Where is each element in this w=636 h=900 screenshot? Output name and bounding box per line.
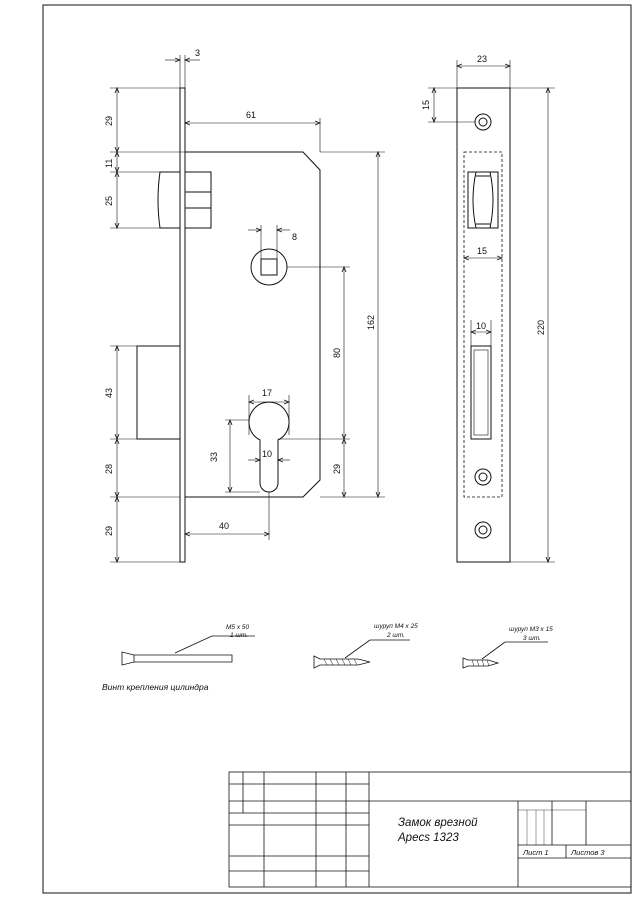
dim-29-bottom: 29 xyxy=(104,526,114,536)
dim-10-cylinder: 10 xyxy=(262,449,272,459)
screw-m5-drawing xyxy=(121,651,233,666)
latch-bolt xyxy=(157,171,180,229)
faceplate-front xyxy=(456,87,511,563)
screw-m5-qty: 1 шт. xyxy=(230,632,248,639)
latch-housing xyxy=(184,171,212,229)
lock-body-outline xyxy=(185,151,321,498)
spindle-hub xyxy=(250,248,288,286)
screw-m3-name: шуруп М3 x 15 xyxy=(509,626,553,633)
dim-backset-40: 40 xyxy=(219,521,229,531)
dim-front-23: 23 xyxy=(477,54,487,64)
dim-43: 43 xyxy=(104,388,114,398)
screw-m4-qty: 2 шт. xyxy=(386,632,405,639)
screw-m5-name: M5 x 50 xyxy=(226,624,250,631)
dim-80: 80 xyxy=(332,348,342,358)
faceplate-side xyxy=(179,87,186,563)
dim-11: 11 xyxy=(104,159,114,168)
sheet-count: Листов 3 xyxy=(570,848,605,857)
fasteners xyxy=(121,635,548,669)
spindle-square xyxy=(260,258,278,276)
latch-window xyxy=(467,171,499,229)
lock-side-view xyxy=(136,87,321,563)
dim-body-width: 61 xyxy=(246,110,256,120)
dim-square-8: 8 xyxy=(292,232,297,242)
screw-m4-drawing xyxy=(313,655,371,669)
screw-m4-name: шуруп М4 x 25 xyxy=(374,623,418,630)
body-hidden-outline xyxy=(463,151,503,498)
deadbolt-window xyxy=(470,345,492,440)
dim-front-10: 10 xyxy=(476,321,486,331)
screw-hole-bottom xyxy=(474,521,492,539)
dim-front-220: 220 xyxy=(536,320,546,335)
title-block xyxy=(228,771,632,888)
lock-front-view xyxy=(456,87,511,563)
side-dimensions xyxy=(110,55,385,562)
dim-162: 162 xyxy=(366,315,376,330)
fastener-caption: Винт крепления цилиндра xyxy=(102,682,209,692)
screw-m3-drawing xyxy=(462,657,500,669)
dead-bolt xyxy=(136,345,181,440)
sheet-frame xyxy=(42,4,632,894)
dim-17: 17 xyxy=(262,388,272,398)
dim-29-top: 29 xyxy=(104,116,114,126)
dim-25: 25 xyxy=(104,196,114,206)
dim-plate-thickness: 3 xyxy=(195,48,200,58)
cylinder-cutout xyxy=(248,401,290,493)
dim-front-15-mid: 15 xyxy=(477,246,487,256)
front-dimensions xyxy=(428,60,555,562)
title-line-1: Замок врезной xyxy=(398,817,478,829)
screw-hole-top xyxy=(474,113,492,131)
dim-28: 28 xyxy=(104,464,114,474)
screw-m3-qty: 3 шт. xyxy=(523,635,541,642)
screw-hole-middle xyxy=(474,468,492,486)
title-line-2: Apecs 1323 xyxy=(397,832,459,844)
dim-29-right: 29 xyxy=(332,464,342,474)
dim-front-15-top: 15 xyxy=(421,100,431,110)
sheet-number: Лист 1 xyxy=(522,848,549,857)
dim-33: 33 xyxy=(209,452,219,462)
